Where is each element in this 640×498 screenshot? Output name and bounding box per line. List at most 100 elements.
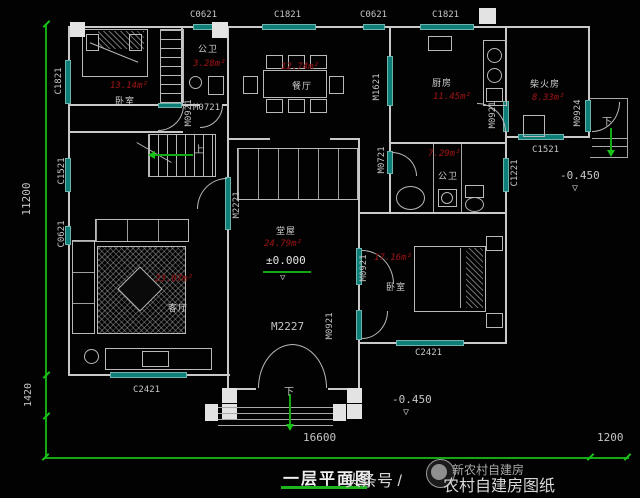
watermark-brand2: 农村自建房图纸: [443, 478, 556, 495]
tv-cabinet: [105, 348, 212, 370]
window-left-3: [65, 226, 71, 245]
room-name-bath: 公卫: [438, 171, 459, 181]
wall: [227, 230, 229, 388]
room-area-kitchen: 11.45m²: [433, 92, 471, 102]
step-line: [218, 413, 333, 414]
tv: [142, 351, 169, 367]
step-side-block: [205, 404, 218, 421]
chair: [310, 99, 327, 113]
room-name-dining: 餐厅: [292, 81, 313, 91]
wall: [330, 138, 360, 140]
wall: [68, 131, 183, 133]
watermark-logo-icon: [426, 459, 455, 488]
toilet-fixture: [208, 76, 224, 95]
chair: [266, 99, 283, 113]
wall: [68, 104, 158, 106]
toilet-bowl: [465, 197, 484, 212]
title-underline: [281, 486, 367, 489]
window-label-living: C2421: [133, 385, 161, 395]
room-name-bedroom2: 卧室: [386, 282, 407, 292]
elevation-zero-underline: [263, 271, 311, 273]
wall: [227, 138, 270, 140]
window-top-2: [262, 24, 316, 30]
watermark-prefix: 头条号 /: [345, 473, 402, 490]
bed-quilt: [98, 31, 144, 49]
step-line: [218, 425, 333, 426]
wall: [68, 26, 70, 376]
step-line: [218, 407, 333, 408]
wall: [505, 138, 507, 158]
room-name-living: 客厅: [168, 303, 189, 313]
step-side-block: [333, 404, 346, 421]
wall: [358, 285, 360, 310]
wall: [389, 106, 391, 142]
elevation-front: -0.450: [392, 393, 432, 406]
window-label-left-1: C1821: [54, 67, 64, 95]
wall: [505, 132, 507, 138]
bed: [414, 246, 486, 312]
window-label-top-4: C1821: [432, 10, 460, 20]
door-swing: [392, 152, 417, 176]
room-area-bedroom1: 13.14m²: [110, 81, 148, 91]
wall: [68, 26, 590, 28]
elevation-marker-icon: ▽: [280, 273, 286, 283]
window-label-left-3: C0621: [57, 220, 67, 248]
window-label-top-3: C0621: [360, 10, 388, 20]
wall: [389, 26, 391, 56]
watermark-logo-face: [431, 464, 447, 480]
door-swing: [158, 105, 184, 131]
door-label-firewood: M0924: [573, 99, 583, 127]
entrance-arrow-head-icon: [286, 424, 294, 431]
door-bedroom2: [356, 248, 362, 285]
door-label-kitchen: M0921: [488, 101, 498, 129]
stair-up-label: 上: [194, 145, 204, 156]
chair: [310, 55, 327, 69]
altar-cabinet: [237, 148, 358, 200]
chair: [288, 99, 305, 113]
porch-arrow-head-icon: [607, 150, 615, 157]
porch-step: [592, 138, 627, 139]
door-label-dining-kitchen: M1621: [372, 73, 382, 101]
bed: [82, 29, 148, 77]
window-label-top-1: C0621: [190, 10, 218, 20]
column-marker: [347, 404, 362, 419]
door-hall-living: [225, 177, 231, 230]
wall: [358, 340, 360, 342]
window-label-right-1: C1221: [510, 159, 520, 187]
sofa-left: [72, 240, 95, 334]
room-area-dining: 12.74m²: [281, 62, 319, 72]
window-label-left-2: C1521: [57, 157, 67, 185]
column-marker: [222, 388, 237, 403]
door-label-entrance: M2227: [271, 320, 305, 333]
stair-direction-arrow: [155, 154, 193, 156]
elevation-zero: ±0.000: [266, 254, 306, 267]
elevation-marker-icon: ▽: [572, 183, 579, 194]
chair: [329, 76, 344, 94]
wall: [227, 106, 229, 177]
dim-line-left: [45, 24, 47, 458]
dim-width-right: 1200: [597, 431, 624, 444]
wall: [588, 132, 590, 138]
wall: [222, 104, 229, 106]
wall: [358, 138, 360, 248]
chair: [288, 55, 305, 69]
step-line: [218, 419, 333, 420]
kitchen-cabinet: [486, 88, 503, 102]
wall: [227, 26, 229, 106]
bath-partition: [461, 144, 462, 212]
wall: [464, 342, 507, 344]
door-firewood: [585, 100, 591, 132]
window-label-top-2: C1821: [274, 10, 302, 20]
room-name-bedroom1: 卧室: [115, 96, 136, 106]
chair: [243, 76, 258, 94]
kitchen-stove: [487, 68, 502, 83]
porch-outline: [590, 98, 628, 99]
wall: [228, 388, 256, 390]
dim-height-porch: 1420: [23, 382, 34, 408]
door-label-bath: M0721: [377, 146, 387, 174]
bath-tub: [396, 186, 425, 210]
bed-pillow-area: [466, 248, 483, 308]
room-area-firewood: 8.33m²: [532, 93, 565, 103]
chair: [266, 55, 283, 69]
